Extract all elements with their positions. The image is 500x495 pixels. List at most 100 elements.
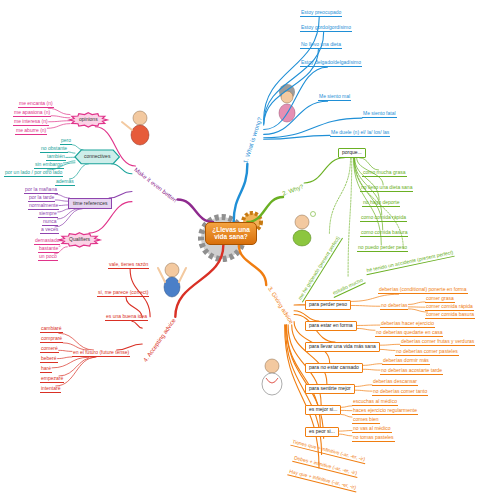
rect-topic: time references xyxy=(68,198,112,209)
topic-text: por un lado / por otro lado xyxy=(4,170,63,177)
node-text: para estar en forma xyxy=(309,323,353,329)
topic-text: me aburre (n) xyxy=(15,128,47,135)
topic-text: comer grasa xyxy=(425,296,455,303)
branch-line xyxy=(132,321,142,328)
node-text: demasiado xyxy=(35,238,59,244)
node-text: escuchas al médico xyxy=(353,399,397,405)
branch-line xyxy=(69,164,88,179)
node-text: comer comida rápida xyxy=(426,304,473,310)
thought-bubble xyxy=(311,212,316,217)
topic-text: como comida basura xyxy=(360,230,408,237)
node-text: es mejor si... xyxy=(309,407,337,413)
branch-line xyxy=(47,124,70,129)
node-text: no deberías xyxy=(381,303,407,309)
node-text: por la mañana xyxy=(25,187,57,193)
branch-line xyxy=(109,191,132,198)
cartoon-head xyxy=(265,359,279,373)
branch-line xyxy=(363,364,382,366)
topic-text: comer comida basura xyxy=(425,312,475,319)
stethoscope xyxy=(266,378,278,383)
node-text: es una buena idea xyxy=(106,314,147,320)
node-text: me aburre (n) xyxy=(16,128,46,134)
branch-line xyxy=(72,145,83,150)
topic-text: deberías comer frutas y verduras xyxy=(400,339,475,346)
topic-text: comer comida rápida xyxy=(425,304,474,311)
node-text: deberías descansar xyxy=(373,379,417,385)
topic-text: comeré xyxy=(40,346,59,353)
branch-heading: 1. What is wrong? xyxy=(242,116,263,164)
branch-line xyxy=(339,434,352,436)
cartoon-head xyxy=(165,263,179,277)
topic-text: Estoy gordo/gordísimo xyxy=(300,25,352,32)
shape-outline-path xyxy=(59,233,100,247)
topic-text: intentaré xyxy=(40,386,61,393)
node-text: sin embargo xyxy=(35,162,63,168)
node-text: no deberías quedarte en casa xyxy=(376,330,442,336)
topic-text: deberías descansar xyxy=(372,379,418,386)
branch-heading: Make it even better! xyxy=(132,166,178,204)
node-text: connectives xyxy=(84,154,110,160)
node-text: no llevo una dieta sana xyxy=(361,185,412,191)
topic-text: un poco xyxy=(38,254,58,261)
branch-line xyxy=(247,197,283,222)
node-text: no deberías comer tanto xyxy=(373,389,427,395)
topic-text: estudio mucho xyxy=(331,277,365,298)
topic-text: sin embargo xyxy=(34,162,64,169)
branch-line xyxy=(59,357,94,376)
branch-line xyxy=(351,305,380,307)
branch-line xyxy=(339,430,352,432)
node-text: me apasiona (n) xyxy=(14,110,50,116)
topic-text: no deberías comer tanto xyxy=(372,389,428,396)
topic-box: es mejor si... xyxy=(305,405,341,415)
node-text: deberías (conditional) ponerte en forma xyxy=(379,287,467,293)
topic-text: bastante xyxy=(38,246,59,253)
cartoon-head xyxy=(133,111,147,125)
node-text: Qualifiers xyxy=(69,237,90,243)
topic-text: deberías dormir más xyxy=(382,358,430,365)
topic-text: a veces xyxy=(40,227,59,234)
cartoon-arms xyxy=(158,268,186,282)
node-text: es peor si... xyxy=(309,429,335,435)
branch-line xyxy=(380,344,400,346)
topic-box: para estar en forma xyxy=(305,321,357,331)
branch-line xyxy=(55,209,82,227)
topic-text: Estoy delgado/delgadísimo xyxy=(300,60,362,67)
cartoon-head xyxy=(295,215,309,229)
topic-text: cambiaré xyxy=(40,326,63,333)
node-text: intentaré xyxy=(41,386,60,392)
node-text: deberías dormir más xyxy=(383,358,429,364)
branch-heading: 2. Why? xyxy=(281,183,304,197)
node-text: no deberías acostarte tarde xyxy=(381,368,442,374)
branch-line xyxy=(363,369,380,371)
topic-text: haré xyxy=(40,366,52,373)
branch-line xyxy=(341,410,352,411)
topic-text: me apasiona (n) xyxy=(13,110,51,117)
branch-line xyxy=(111,164,132,174)
node-text: 3. Giving advice xyxy=(266,285,294,325)
node-text: no tomas pasteles xyxy=(353,435,394,441)
node-text: a veces xyxy=(41,227,58,233)
node-text: como mucha grasa xyxy=(363,170,406,176)
branch-line xyxy=(68,152,75,153)
topic-text: Me siento fatal xyxy=(362,111,397,118)
node-text: cambiaré xyxy=(41,326,62,332)
node-text: Me duele (n) el/ la/ los/ las xyxy=(331,130,389,136)
node-text: no obstante xyxy=(41,146,67,152)
topic-text: como mucha grasa xyxy=(362,170,407,177)
branch-line xyxy=(357,325,380,326)
topic-text: no obstante xyxy=(40,146,68,153)
topic-text: vale, tienes razón xyxy=(108,262,149,269)
node-text: me interesa (n) xyxy=(14,119,48,125)
topic-text: normalmente xyxy=(28,203,59,210)
branch-line xyxy=(264,135,330,139)
branch-line xyxy=(351,294,399,301)
node-text: comeré xyxy=(41,346,58,352)
node-text: en el futuro (future tense) xyxy=(73,350,129,356)
node-text: además xyxy=(56,179,74,185)
topic-box: es peor si... xyxy=(305,427,339,437)
node-text: porque... xyxy=(342,150,362,156)
node-text: Estoy gordo/gordísimo xyxy=(301,25,351,31)
topic-text: nunca xyxy=(42,219,58,226)
